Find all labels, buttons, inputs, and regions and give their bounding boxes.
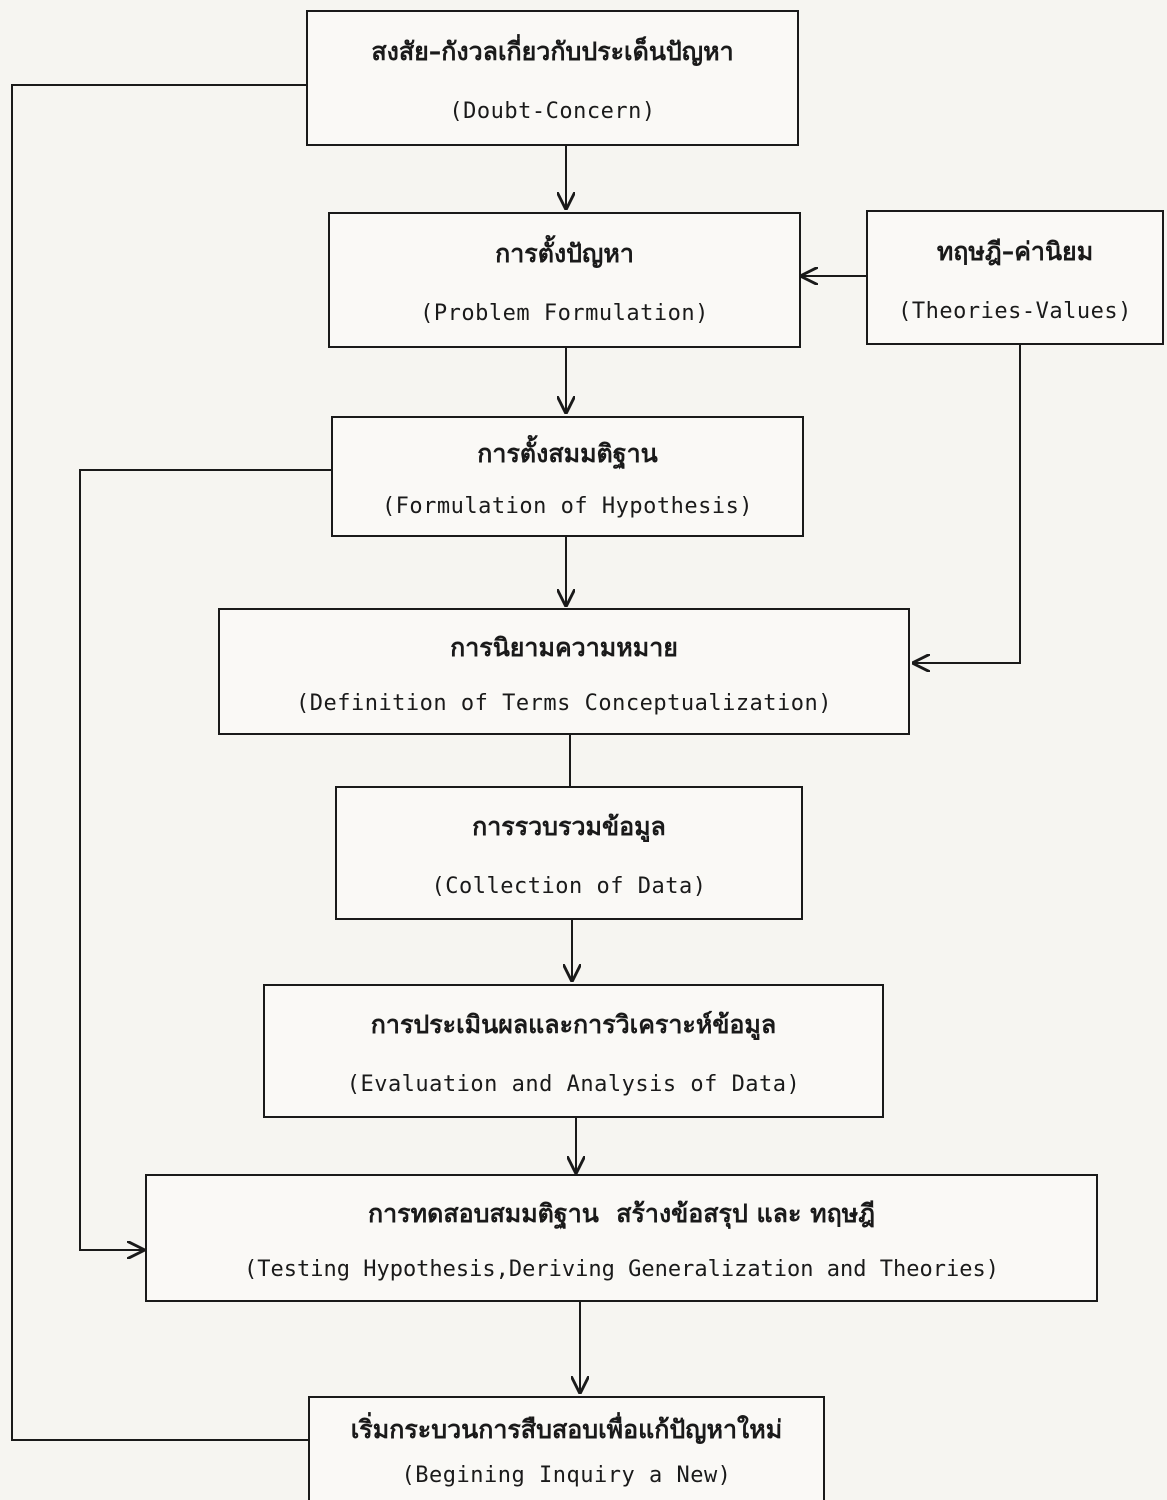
problem-formulation-thai-label: การตั้งปัญหา — [495, 238, 634, 268]
beginning-new-inquiry-english-label: (Begining Inquiry a New) — [401, 1462, 732, 1488]
hypothesis-formulation-thai-label: การตั้งสมมติฐาน — [477, 439, 658, 468]
beginning-new-inquiry-thai-label: เริ่มกระบวนการสืบสอบเพื่อแก้ปัญหาใหม่ — [350, 1415, 783, 1445]
collection-of-data-english-label: (Collection of Data) — [431, 873, 707, 899]
hypothesis-formulation-english-label: (Formulation of Hypothesis) — [381, 494, 754, 519]
evaluation-and-analysis-thai-label: การประเมินผลและการวิเคราะห์ข้อมูล — [370, 1010, 777, 1040]
doubt-concern-node: สงสัย–กังวลเกี่ยวกับประเด็นปัญหา (Doubt-… — [306, 10, 799, 146]
definition-of-terms-thai-label: การนิยามความหมาย — [450, 632, 678, 662]
testing-hypothesis-thai-label: การทดสอบสมมติฐาน สร้างข้อสรุป และ ทฤษฎี — [368, 1198, 875, 1228]
theories-values-node: ทฤษฎี–ค่านิยม (Theories-Values) — [866, 210, 1164, 345]
testing-hypothesis-node: การทดสอบสมมติฐาน สร้างข้อสรุป และ ทฤษฎี … — [145, 1174, 1098, 1302]
theories-values-thai-label: ทฤษฎี–ค่านิยม — [936, 236, 1094, 266]
evaluation-and-analysis-node: การประเมินผลและการวิเคราะห์ข้อมูล (Evalu… — [263, 984, 884, 1118]
testing-hypothesis-english-label: (Testing Hypothesis,Deriving Generalizat… — [244, 1257, 999, 1283]
evaluation-and-analysis-english-label: (Evaluation and Analysis of Data) — [346, 1071, 801, 1097]
doubt-concern-english-label: (Doubt-Concern) — [449, 99, 656, 125]
problem-formulation-node: การตั้งปัญหา (Problem Formulation) — [328, 212, 801, 348]
problem-formulation-english-label: (Problem Formulation) — [420, 301, 709, 327]
arrow-new-inquiry-to-doubt — [11, 85, 326, 1441]
collection-of-data-node: การรวบรวมข้อมูล (Collection of Data) — [335, 786, 803, 920]
arrow-hypothesis-to-testing — [79, 469, 331, 1250]
beginning-new-inquiry-node: เริ่มกระบวนการสืบสอบเพื่อแก้ปัญหาใหม่ (B… — [308, 1396, 825, 1500]
definition-of-terms-english-label: (Definition of Terms Conceptualization) — [295, 690, 833, 716]
definition-of-terms-node: การนิยามความหมาย (Definition of Terms Co… — [218, 608, 910, 735]
arrow-theories-to-definition — [914, 345, 1021, 663]
hypothesis-formulation-node: การตั้งสมมติฐาน (Formulation of Hypothes… — [331, 416, 804, 537]
theories-values-english-label: (Theories-Values) — [898, 298, 1132, 324]
doubt-concern-thai-label: สงสัย–กังวลเกี่ยวกับประเด็นปัญหา — [371, 36, 734, 66]
collection-of-data-thai-label: การรวบรวมข้อมูล — [472, 812, 666, 842]
